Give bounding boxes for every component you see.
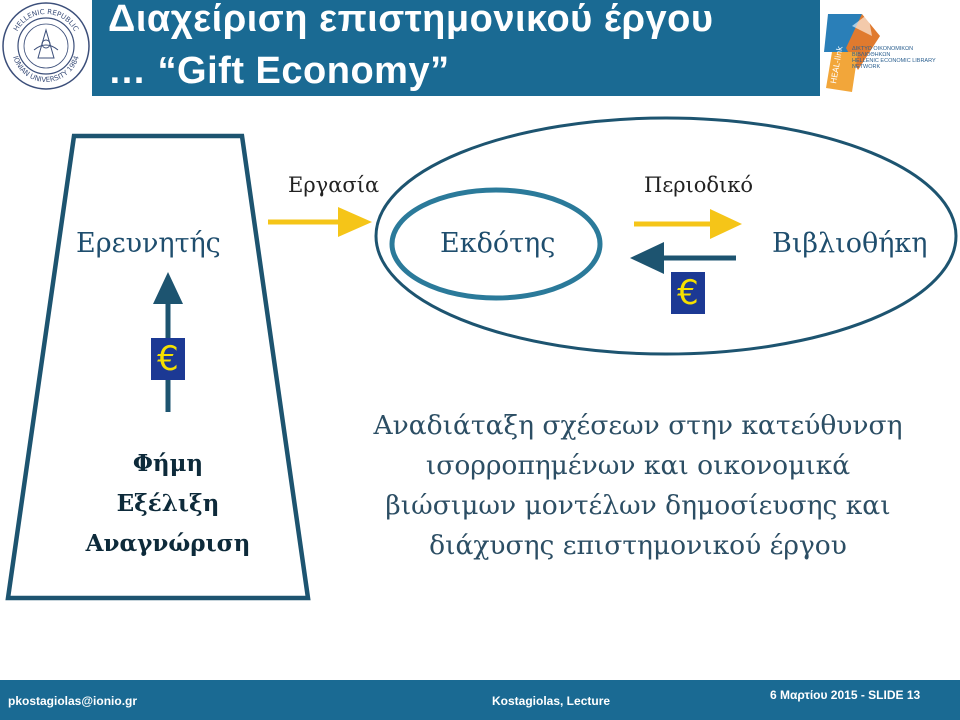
benefits-list: Φήμη Εξέλιξη Αναγνώριση bbox=[68, 444, 268, 564]
footer-email: pkostagiolas@ionio.gr bbox=[8, 694, 138, 708]
logo-text-gr: ΔΙΚΤΥΟ ΟΙΚΟΝΟΜΙΚΩΝ ΒΙΒΛΙΟΘΗΚΩΝ bbox=[852, 46, 914, 58]
label-work: Εργασία bbox=[288, 173, 380, 197]
benefit-item: Εξέλιξη bbox=[116, 490, 220, 517]
logo-text-en: HELLENIC ECONOMIC LIBRARY NETWORK bbox=[852, 58, 936, 70]
benefit-item: Φήμη bbox=[132, 450, 204, 477]
footer-author: Kostagiolas, Lecture bbox=[492, 694, 611, 708]
university-seal-icon: HELLENIC REPUBLIC IONIAN UNIVERSITY 1984 bbox=[2, 2, 90, 90]
arrow-journal bbox=[634, 209, 742, 239]
conclusion-line: Αναδιάταξη σχέσεων στην κατεύθυνση bbox=[373, 410, 903, 441]
heal-link-logo-icon: HEAL-link bbox=[824, 14, 880, 92]
benefit-item: Αναγνώριση bbox=[85, 530, 251, 557]
label-journal: Περιοδικό bbox=[644, 173, 754, 197]
conclusion-line: διάχυσης επιστημονικού έργου bbox=[429, 530, 847, 561]
arrow-payment bbox=[630, 242, 736, 274]
market-ellipse bbox=[374, 116, 958, 356]
node-publisher: Εκδότης bbox=[440, 228, 556, 259]
node-researcher: Ερευνητής bbox=[76, 228, 221, 259]
arrow-work bbox=[268, 207, 372, 237]
library-network-logo: HEAL-link ΔΙΚΤΥΟ ΟΙΚΟΝΟΜΙΚΩΝ ΒΙΒΛΙΟΘΗΚΩΝ… bbox=[822, 6, 956, 98]
title-bar: Διαχείριση επιστημονικού έργου … “Gift E… bbox=[92, 0, 820, 96]
conclusion-line: βιώσιμων μοντέλων δημοσίευσης και bbox=[385, 490, 891, 521]
slide-title-line1: Διαχείριση επιστημονικού έργου bbox=[108, 0, 714, 40]
slide-title-line2: … “Gift Economy” bbox=[108, 50, 450, 92]
conclusion-text: Αναδιάταξη σχέσεων στην κατεύθυνση ισορρ… bbox=[318, 406, 958, 566]
euro-icon: € bbox=[151, 338, 185, 380]
footer-date-slide: 6 Μαρτίου 2015 - SLIDE 13 bbox=[770, 688, 921, 702]
conclusion-line: ισορροπημένων και οικονομικά bbox=[425, 450, 851, 481]
node-library: Βιβλιοθήκη bbox=[772, 228, 928, 259]
euro-icon: € bbox=[671, 272, 705, 314]
publisher-ellipse bbox=[389, 187, 603, 301]
footer-bar: pkostagiolas@ionio.gr Kostagiolas, Lectu… bbox=[0, 680, 960, 720]
